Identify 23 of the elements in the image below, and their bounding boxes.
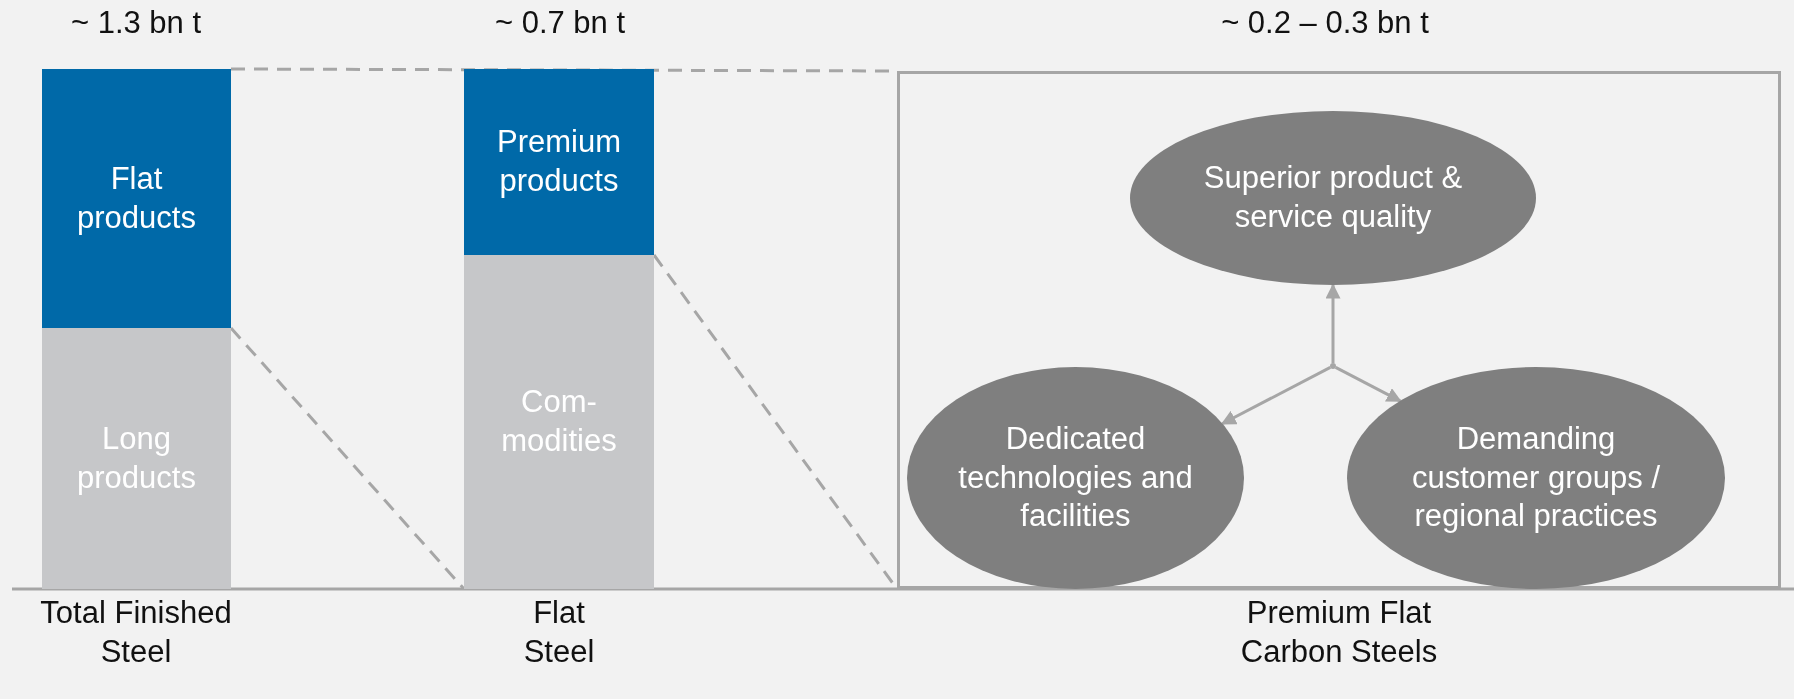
junction-dot bbox=[1330, 363, 1336, 369]
node-label: Flat products bbox=[76, 159, 197, 237]
category-label: Flat Steel bbox=[522, 594, 596, 671]
category-label: Total Finished Steel bbox=[39, 594, 233, 671]
bar-segment bbox=[42, 328, 231, 589]
arrow bbox=[1220, 366, 1332, 426]
node-label: Com- modities bbox=[500, 383, 618, 460]
volume-label: ~ 0.7 bn t bbox=[493, 4, 627, 42]
bar-segment bbox=[42, 69, 231, 328]
node-label: Demanding customer groups / regional practices bbox=[1410, 419, 1662, 536]
bar-segment bbox=[464, 69, 654, 255]
bar-segment bbox=[464, 255, 654, 589]
volume-label: ~ 1.3 bn t bbox=[69, 4, 203, 42]
node-label: Superior product & service quality bbox=[1202, 159, 1464, 236]
frame-box bbox=[897, 71, 1781, 589]
arrow bbox=[1334, 366, 1402, 403]
volume-label: ~ 0.2 – 0.3 bn t bbox=[1220, 4, 1430, 42]
connector-line bbox=[229, 327, 466, 590]
category-label: Premium Flat Carbon Steels bbox=[1239, 594, 1439, 671]
node-label: Premium products bbox=[496, 123, 622, 200]
node-label: Dedicated technologies and facilities bbox=[957, 419, 1194, 536]
node-label: Long products bbox=[76, 419, 197, 497]
arrow bbox=[1325, 283, 1341, 363]
